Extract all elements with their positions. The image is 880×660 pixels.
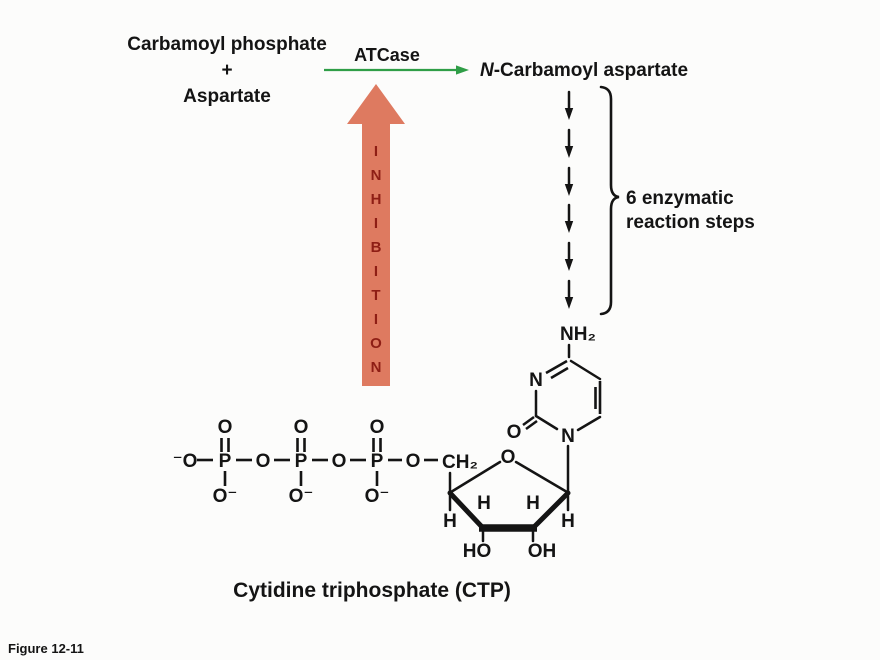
inhibition-letter: B — [371, 239, 382, 256]
o-atom: O — [406, 451, 421, 472]
inhibition-letter: I — [374, 215, 378, 232]
o-atom: O — [294, 417, 309, 438]
molecule-caption: Cytidine triphosphate (CTP) — [233, 579, 511, 602]
n-atom: N — [529, 370, 543, 391]
bond — [569, 359, 602, 381]
ch2-group: CH₂ — [442, 452, 478, 473]
bond — [514, 460, 569, 494]
bold-bond — [530, 490, 571, 531]
inhibition-word: I N H I B I T I O N — [370, 143, 382, 376]
terminal-o-atom: ⁻O — [173, 451, 198, 472]
bond — [449, 460, 502, 494]
inhibition-arrow-shape — [347, 84, 405, 386]
product-label: N-Carbamoyl aspartate — [480, 60, 688, 81]
h-atom: H — [526, 493, 540, 514]
steps-label: 6 enzymatic reaction steps — [626, 188, 755, 233]
o-atom: O — [256, 451, 271, 472]
o-atom: O — [218, 417, 233, 438]
figure-label: Figure 12-11 — [8, 641, 84, 656]
oh-group: OH — [528, 541, 557, 562]
substrate-label-line2: Aspartate — [183, 86, 271, 107]
step-arrow — [563, 241, 575, 273]
reaction-header: Carbamoyl phosphate + Aspartate ATCase N… — [127, 34, 688, 107]
step-arrow — [563, 128, 575, 160]
ho-group: HO — [463, 541, 492, 562]
o-atom: O — [332, 451, 347, 472]
inhibition-arrow: I N H I B I T I O N — [347, 84, 405, 386]
double-bond — [522, 415, 535, 427]
h-atom: H — [443, 511, 457, 532]
inhibition-letter: N — [371, 359, 382, 376]
inhibition-letter: I — [374, 311, 378, 328]
step-arrow — [563, 90, 575, 122]
reaction-arrow — [324, 65, 469, 75]
p-atom: P — [219, 451, 232, 472]
inhibition-letter: O — [370, 335, 382, 352]
inhibition-letter: I — [374, 143, 378, 160]
bond — [576, 415, 602, 432]
enzyme-label: ATCase — [354, 45, 420, 65]
step-arrow — [563, 166, 575, 198]
inhibition-letter: N — [371, 167, 382, 184]
h-atom: H — [477, 493, 491, 514]
h-atom: H — [561, 511, 575, 532]
step-arrow — [563, 203, 575, 235]
steps-label-line2: reaction steps — [626, 212, 755, 233]
step-arrow — [563, 279, 575, 311]
triphosphate-group: ⁻O P O P O P O O O O — [173, 417, 438, 507]
cytosine-ring: NH₂ N N O — [507, 324, 602, 493]
substrate-label-line1: Carbamoyl phosphate — [127, 34, 327, 55]
ctp-structure: ⁻O P O P O P O O O O — [173, 324, 602, 562]
p-atom: P — [295, 451, 308, 472]
o-minus-atom: O⁻ — [213, 486, 238, 507]
o-minus-atom: O⁻ — [289, 486, 314, 507]
plus-sign: + — [221, 60, 232, 81]
bold-bond — [447, 490, 486, 531]
double-bond — [545, 359, 568, 375]
ribose-ring: CH₂ O H H H H HO OH — [442, 447, 575, 562]
brace — [599, 85, 620, 316]
o-minus-atom: O⁻ — [365, 486, 390, 507]
o-atom: O — [370, 417, 385, 438]
inhibition-letter: I — [374, 263, 378, 280]
ring-o-atom: O — [501, 447, 516, 468]
n-atom: N — [561, 426, 575, 447]
p-atom: P — [371, 451, 384, 472]
inhibition-letter: H — [371, 191, 382, 208]
step-arrows — [563, 90, 575, 311]
bond — [534, 414, 559, 431]
inhibition-letter: T — [371, 287, 380, 304]
reaction-arrowhead-icon — [456, 65, 469, 75]
double-bond — [550, 366, 569, 380]
steps-label-line1: 6 enzymatic — [626, 188, 734, 209]
nh2-group: NH₂ — [560, 324, 596, 345]
o-atom: O — [507, 422, 522, 443]
double-bond — [525, 419, 538, 431]
